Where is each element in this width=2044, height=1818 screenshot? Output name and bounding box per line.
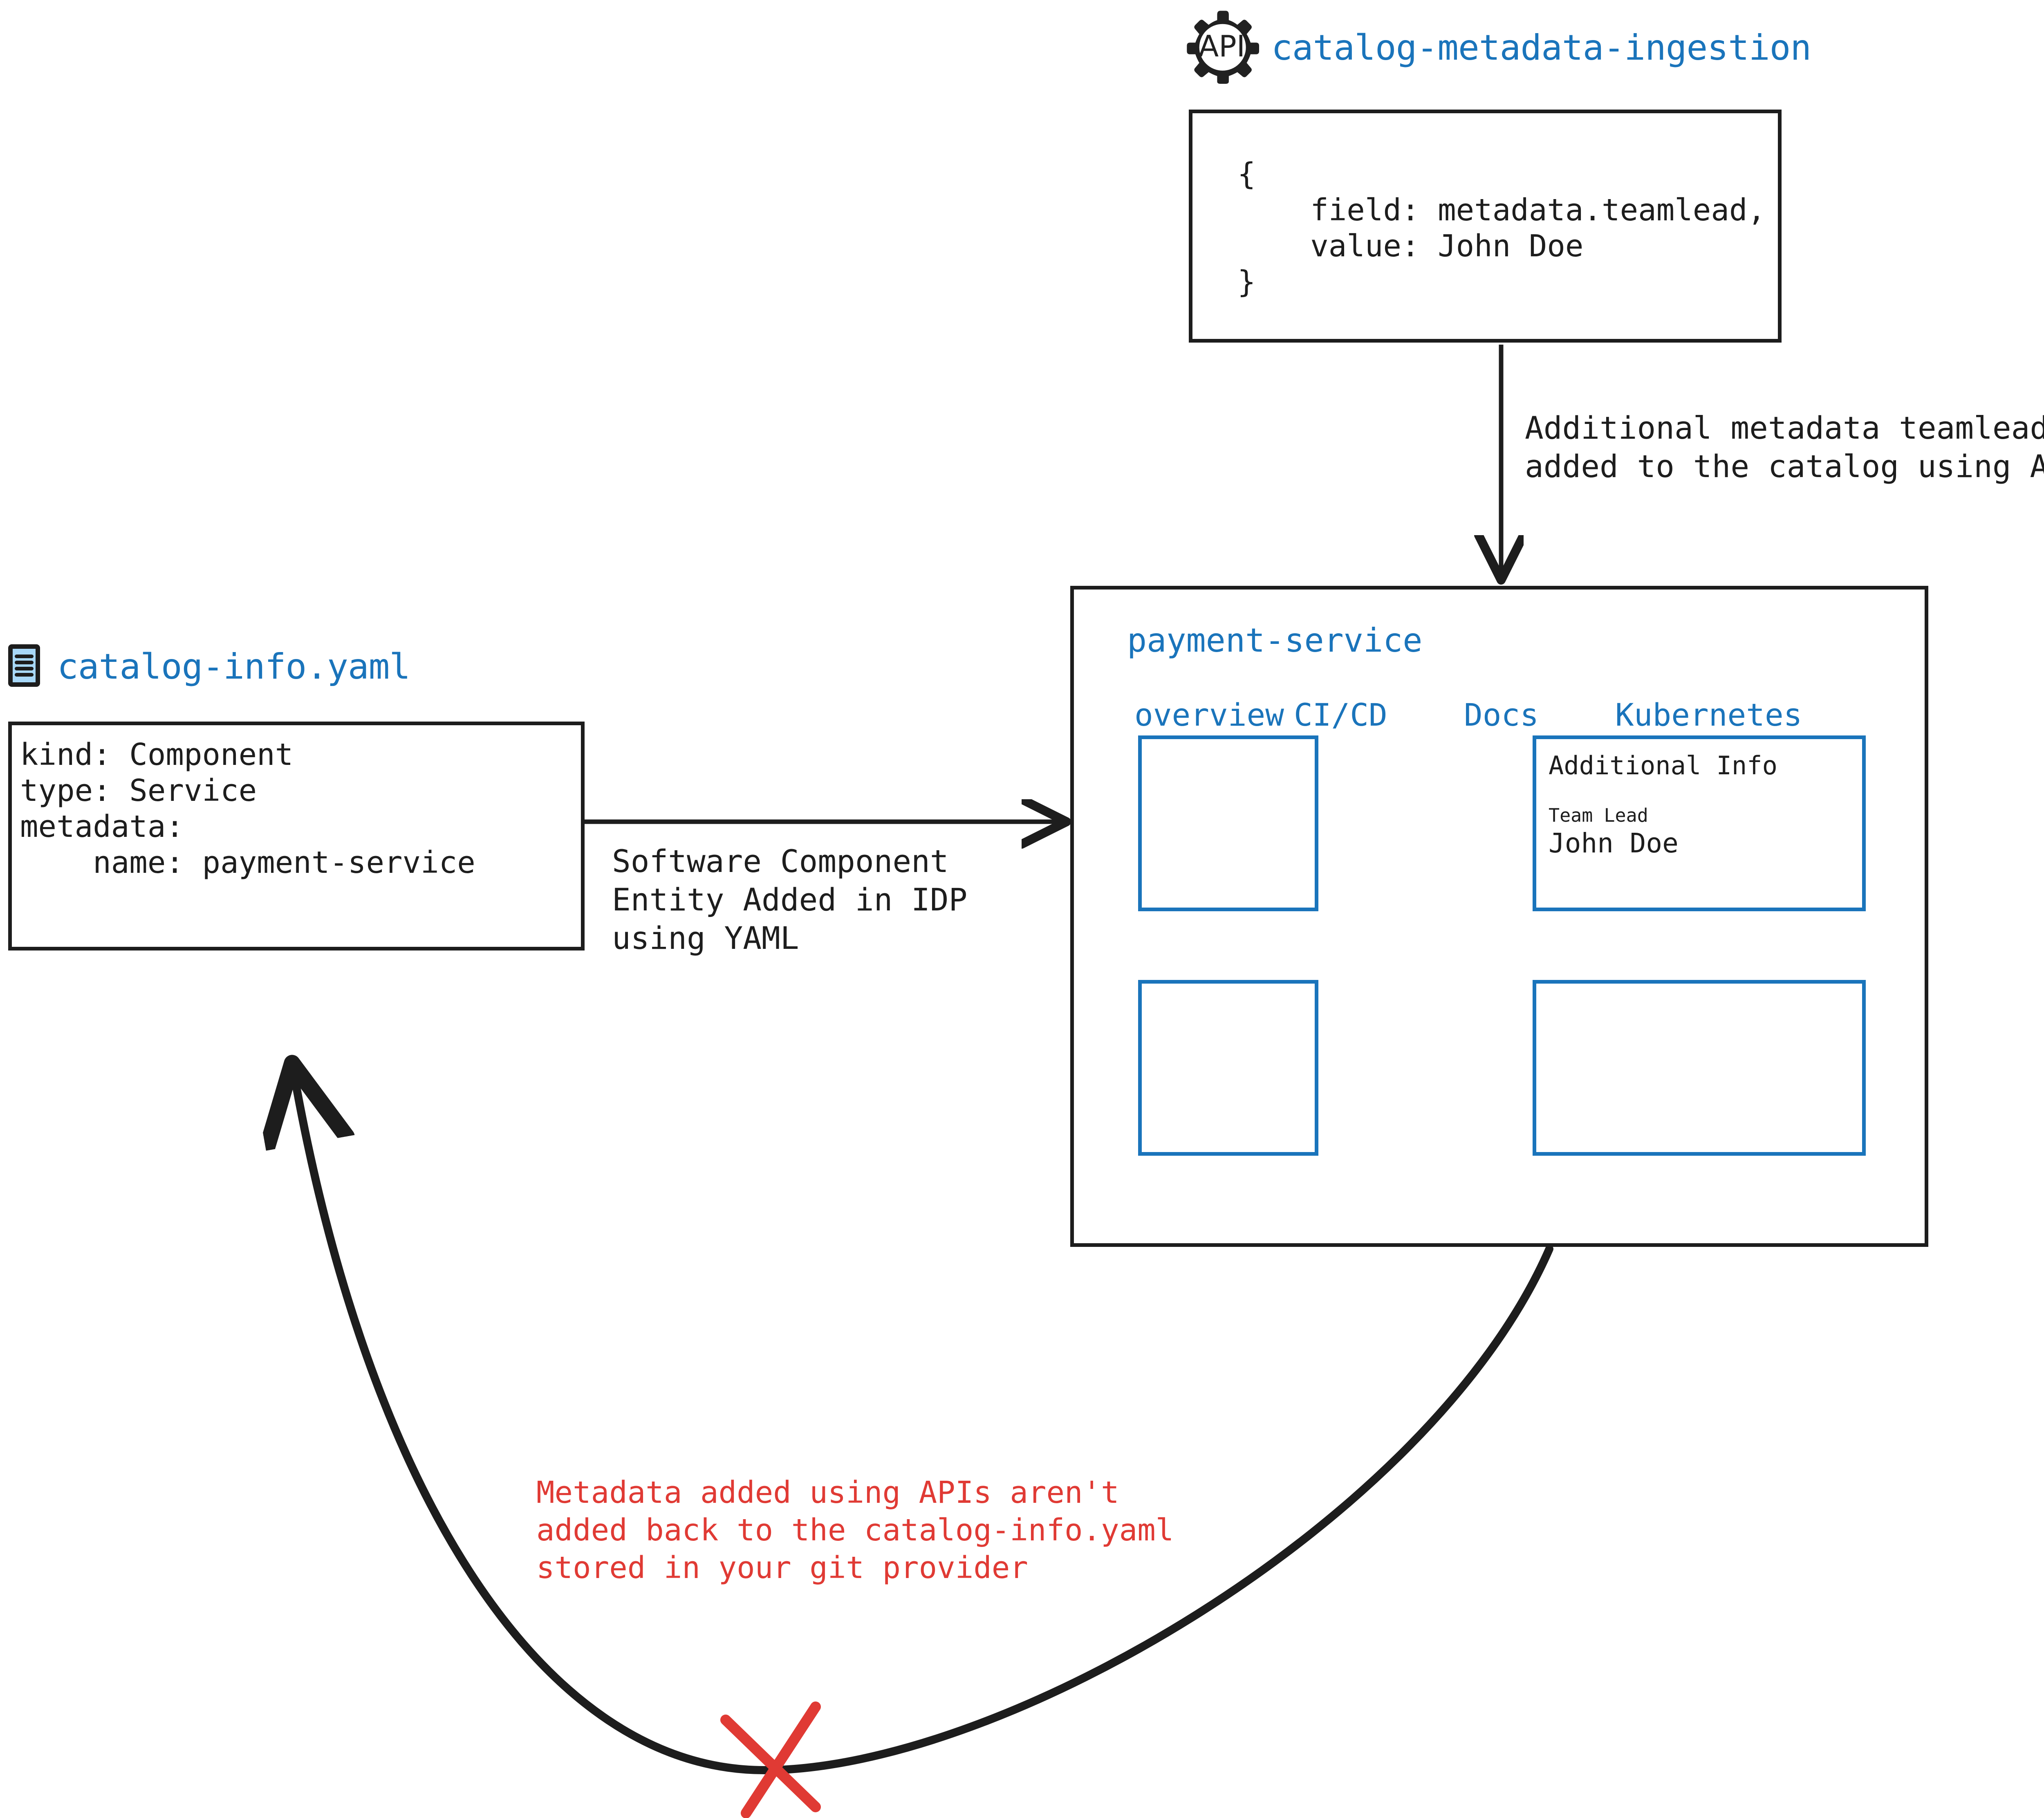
tab-docs[interactable]: Docs [1464,697,1539,733]
warning-note-line1: Metadata added using APIs aren't [536,1475,1119,1510]
team-lead-value: John Doe [1549,827,1679,859]
additional-info-heading: Additional Info [1549,751,1777,780]
widget-bottom-right[interactable] [1533,980,1866,1156]
idp-panel: payment-service overview CI/CD Docs Kube… [1070,586,1928,1247]
yaml-edge-label-line2: Entity Added in IDP [612,881,968,918]
yaml-line-0: kind: Component [20,737,294,772]
warning-note: Metadata added using APIs aren't added b… [536,1474,1174,1587]
widget-bottom-left[interactable] [1138,980,1318,1156]
api-icon-label: API [1199,29,1245,63]
api-edge-label-line2: added to the catalog using APIs [1525,448,2044,484]
tab-overview[interactable]: overview [1134,697,1284,733]
idp-panel-tabs: overview CI/CD Docs Kubernetes [1134,697,1870,733]
warning-note-line3: stored in your git provider [536,1550,1028,1585]
api-edge-label: Additional metadata teamlead added to th… [1525,409,2044,486]
api-node-title: catalog-metadata-ingestion [1271,27,1811,68]
widget-additional-info[interactable]: Additional Info Team Lead John Doe [1533,735,1866,911]
yaml-line-3: name: payment-service [20,845,475,880]
yaml-node-title: catalog-info.yaml [57,646,410,687]
yaml-file-icon [8,644,40,687]
yaml-content-box: kind: Component type: Service metadata: … [8,722,585,950]
yaml-edge-label-line1: Software Component [612,843,949,879]
api-payload-line-3: } [1237,265,1256,300]
api-payload-line-1: field: metadata.teamlead, [1237,193,1766,228]
api-payload-line-2: value: John Doe [1237,229,1584,264]
yaml-edge-label: Software Component Entity Added in IDP u… [612,842,967,957]
red-x-cross-icon [720,1701,821,1818]
warning-note-line2: added back to the catalog-info.yaml [536,1513,1174,1548]
yaml-edge-label-line3: using YAML [612,920,799,956]
yaml-node-header: catalog-info.yaml [8,644,410,687]
api-payload-box: { field: metadata.teamlead, value: John … [1189,110,1782,343]
api-gear-icon: API [1181,4,1259,86]
widget-top-left[interactable] [1138,735,1318,911]
yaml-line-1: type: Service [20,773,257,808]
idp-panel-title: payment-service [1127,621,1423,659]
api-edge-label-line1: Additional metadata teamlead [1525,410,2044,446]
api-payload-line-0: { [1237,157,1256,192]
yaml-line-2: metadata: [20,809,184,844]
tab-cicd[interactable]: CI/CD [1294,697,1387,733]
api-node: API catalog-metadata-ingestion [1181,4,1811,86]
team-lead-label: Team Lead [1549,805,1648,826]
tab-kubernetes[interactable]: Kubernetes [1615,697,1802,733]
